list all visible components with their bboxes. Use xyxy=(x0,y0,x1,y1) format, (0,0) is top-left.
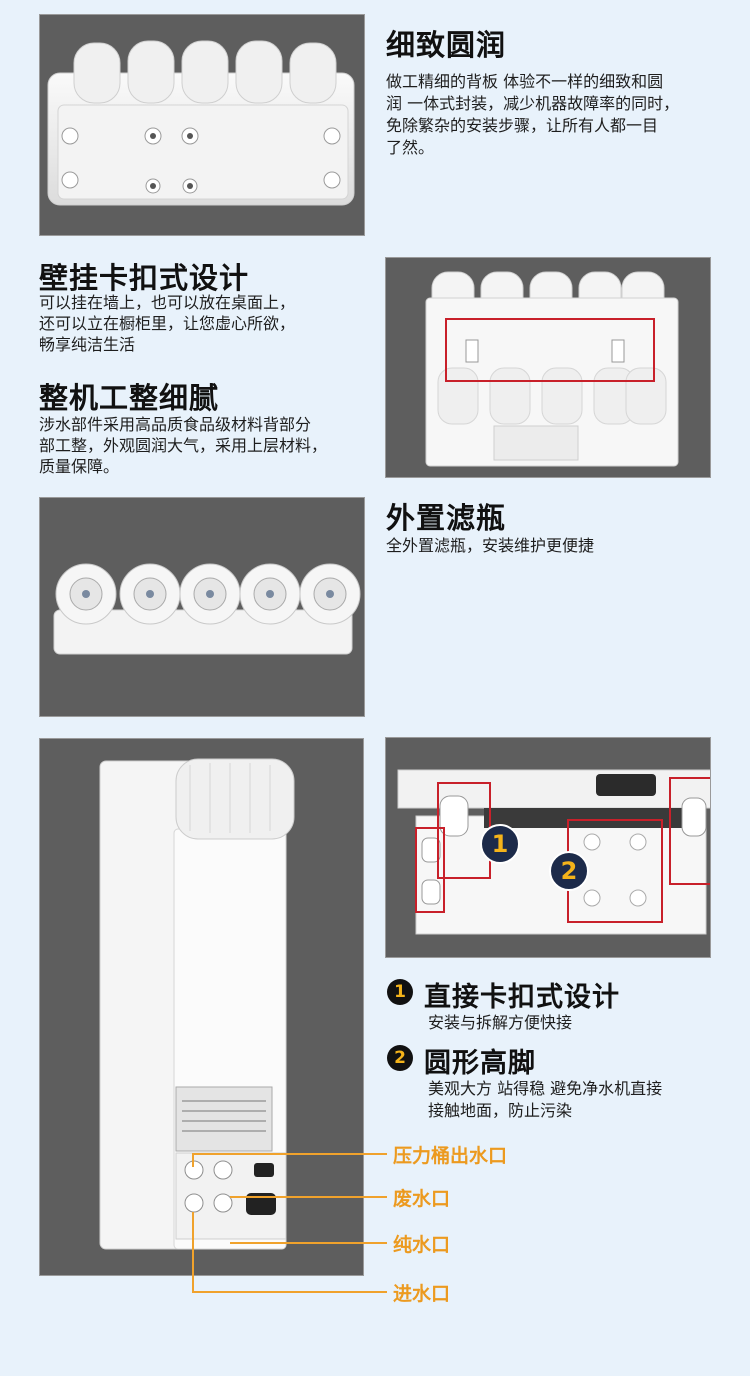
feature-1-title: 直接卡扣式设计 xyxy=(424,982,620,1013)
feature-1-number: 1 xyxy=(387,979,413,1005)
callout-line-pressure-tank-v xyxy=(192,1153,194,1167)
section-title-rounded: 细致圆润 xyxy=(386,28,507,62)
callout-line-waste-water xyxy=(230,1196,387,1198)
callout-line-inlet-v xyxy=(192,1212,194,1293)
port-label-pressure-tank-outlet: 压力桶出水口 xyxy=(393,1145,508,1167)
section-title-wall-mount: 壁挂卡扣式设计 xyxy=(39,261,250,295)
photo-side-ports xyxy=(39,738,364,1276)
photo-filter-bottles xyxy=(39,497,365,717)
photo-wall-clips xyxy=(385,257,711,478)
port-label-waste-water: 废水口 xyxy=(393,1188,451,1210)
photo-clip-detail: 1 2 xyxy=(385,737,711,958)
section-body-rounded: 做工精细的背板 体验不一样的细致和圆 润 一体式封装，减少机器故障率的同时， 免… xyxy=(386,72,680,157)
port-label-pure-water: 纯水口 xyxy=(393,1234,451,1256)
feature-2-number: 2 xyxy=(387,1045,413,1071)
section-title-whole-machine: 整机工整细腻 xyxy=(39,381,220,415)
photo-badge-1: 1 xyxy=(480,824,520,864)
feature-2-body: 美观大方 站得稳 避免净水机直接 接触地面，防止污染 xyxy=(428,1079,663,1120)
feature-1-body: 安装与拆解方便快接 xyxy=(428,1013,573,1032)
photo-back-panel xyxy=(39,14,365,236)
port-label-water-inlet: 进水口 xyxy=(393,1283,451,1305)
callout-line-pressure-tank xyxy=(192,1153,387,1155)
photo-badge-2: 2 xyxy=(549,851,589,891)
section-body-whole-machine: 涉水部件采用高品质食品级材料背部分 部工整，外观圆润大气，采用上层材料， 质量保… xyxy=(39,415,328,476)
feature-2-title: 圆形高脚 xyxy=(424,1048,536,1079)
callout-line-inlet xyxy=(192,1291,387,1293)
callout-line-pure-water xyxy=(230,1242,387,1244)
section-body-external-filter: 全外置滤瓶，安装维护更便捷 xyxy=(386,536,595,555)
section-body-wall-mount: 可以挂在墙上，也可以放在桌面上， 还可以立在橱柜里，让您虚心所欲， 畅享纯洁生活 xyxy=(39,293,296,354)
section-title-external-filter: 外置滤瓶 xyxy=(386,501,507,535)
